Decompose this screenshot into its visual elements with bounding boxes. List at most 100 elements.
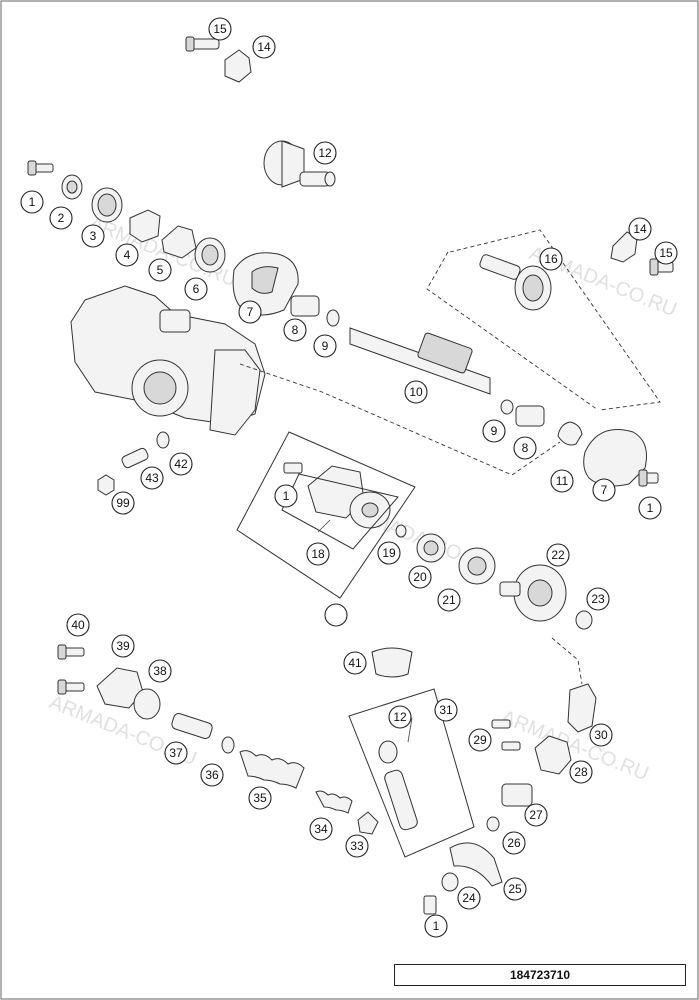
svg-text:9: 9 bbox=[322, 339, 329, 353]
svg-text:16: 16 bbox=[544, 252, 558, 266]
svg-text:30: 30 bbox=[594, 728, 608, 742]
svg-text:21: 21 bbox=[442, 593, 456, 607]
callout-41: 42 bbox=[169, 452, 193, 476]
svg-text:29: 29 bbox=[473, 733, 487, 747]
parts-drawings bbox=[27, 36, 674, 915]
callout-19: 19 bbox=[377, 541, 401, 565]
svg-text:14: 14 bbox=[633, 222, 647, 236]
svg-text:9: 9 bbox=[491, 424, 498, 438]
callout-1-right: 1 bbox=[638, 496, 662, 520]
svg-text:28: 28 bbox=[574, 765, 588, 779]
svg-text:37: 37 bbox=[169, 746, 183, 760]
svg-text:34: 34 bbox=[314, 822, 328, 836]
callout-4: 4 bbox=[115, 243, 139, 267]
svg-text:10: 10 bbox=[409, 385, 423, 399]
callout-7-right: 7 bbox=[592, 478, 616, 502]
callout-27: 27 bbox=[524, 803, 548, 827]
callout-30: 30 bbox=[589, 723, 613, 747]
svg-text:7: 7 bbox=[247, 305, 254, 319]
callout-29: 29 bbox=[468, 728, 492, 752]
svg-text:11: 11 bbox=[556, 474, 569, 488]
callout-11: 11 bbox=[550, 469, 574, 493]
svg-text:25: 25 bbox=[508, 882, 522, 896]
callout-22: 22 bbox=[546, 543, 570, 567]
callout-17-right: 14 bbox=[628, 217, 652, 241]
callout-23: 23 bbox=[586, 587, 610, 611]
svg-text:8: 8 bbox=[522, 441, 529, 455]
svg-text:1: 1 bbox=[283, 489, 290, 503]
svg-text:42: 42 bbox=[174, 457, 188, 471]
svg-text:19: 19 bbox=[382, 546, 396, 560]
svg-text:3: 3 bbox=[90, 229, 97, 243]
callout-7-left: 7 bbox=[238, 300, 262, 324]
callout-9-right: 9 bbox=[482, 419, 506, 443]
callout-1-bottom: 1 bbox=[424, 914, 448, 938]
callout-40: 41 bbox=[343, 651, 367, 675]
callout-14: 12 bbox=[313, 141, 337, 165]
svg-text:40: 40 bbox=[71, 618, 85, 632]
svg-text:38: 38 bbox=[153, 664, 167, 678]
svg-text:1: 1 bbox=[433, 919, 440, 933]
callout-15: 16 bbox=[539, 247, 563, 271]
svg-text:8: 8 bbox=[292, 323, 299, 337]
svg-text:18: 18 bbox=[311, 547, 325, 561]
callout-26: 26 bbox=[502, 831, 526, 855]
bolt-16-top bbox=[190, 38, 220, 50]
svg-text:24: 24 bbox=[462, 891, 476, 905]
svg-text:12: 12 bbox=[393, 710, 407, 724]
callout-36: 37 bbox=[164, 741, 188, 765]
callout-42: 43 bbox=[140, 466, 164, 490]
callout-2: 2 bbox=[49, 206, 73, 230]
callout-37: 38 bbox=[148, 659, 172, 683]
svg-text:20: 20 bbox=[413, 570, 427, 584]
callout-16-right: 15 bbox=[654, 241, 678, 265]
svg-text:2: 2 bbox=[58, 211, 65, 225]
callout-1-middle: 1 bbox=[274, 484, 298, 508]
callout-33: 34 bbox=[309, 817, 333, 841]
callout-38: 39 bbox=[111, 634, 135, 658]
callout-99 bbox=[324, 603, 348, 627]
callout-5: 5 bbox=[148, 258, 172, 282]
callout-8-left: 8 bbox=[283, 318, 307, 342]
callout-9-left: 9 bbox=[313, 334, 337, 358]
callout-16-top: 15 bbox=[208, 17, 232, 41]
svg-text:15: 15 bbox=[659, 246, 673, 260]
callout-32: 33 bbox=[345, 834, 369, 858]
svg-text:14: 14 bbox=[257, 40, 271, 54]
svg-text:1: 1 bbox=[29, 195, 36, 209]
svg-text:23: 23 bbox=[591, 592, 605, 606]
reference-number-box: 184723710 bbox=[394, 964, 686, 986]
callout-17-top: 14 bbox=[252, 35, 276, 59]
svg-text:6: 6 bbox=[193, 282, 200, 296]
callout-24: 24 bbox=[457, 886, 481, 910]
svg-text:99: 99 bbox=[116, 496, 130, 510]
callout-25: 25 bbox=[503, 877, 527, 901]
svg-text:4: 4 bbox=[124, 248, 131, 262]
svg-text:27: 27 bbox=[529, 808, 543, 822]
svg-text:35: 35 bbox=[253, 791, 267, 805]
callout-8-right: 8 bbox=[513, 436, 537, 460]
svg-text:22: 22 bbox=[551, 548, 565, 562]
callout-20: 20 bbox=[408, 565, 432, 589]
callout-43: 99 bbox=[111, 491, 135, 515]
svg-text:12: 12 bbox=[318, 146, 332, 160]
svg-text:31: 31 bbox=[439, 703, 453, 717]
svg-text:41: 41 bbox=[348, 656, 362, 670]
callout-34: 35 bbox=[248, 786, 272, 810]
callout-1-top-left: 1 bbox=[20, 190, 44, 214]
bracket-17-top bbox=[224, 49, 252, 83]
svg-text:1: 1 bbox=[647, 501, 654, 515]
svg-text:7: 7 bbox=[601, 483, 608, 497]
svg-text:33: 33 bbox=[350, 839, 364, 853]
callout-35: 36 bbox=[200, 763, 224, 787]
svg-text:26: 26 bbox=[507, 836, 521, 850]
group-31-outline bbox=[348, 688, 475, 858]
svg-text:36: 36 bbox=[205, 768, 219, 782]
callout-18: 18 bbox=[306, 542, 330, 566]
callout-10: 10 bbox=[404, 380, 428, 404]
callout-28: 28 bbox=[569, 760, 593, 784]
callout-12: 12 bbox=[388, 705, 412, 729]
callout-group: 15 14 12 1 2 3 4 5 6 14 15 16 7 8 9 10 9… bbox=[20, 17, 678, 938]
